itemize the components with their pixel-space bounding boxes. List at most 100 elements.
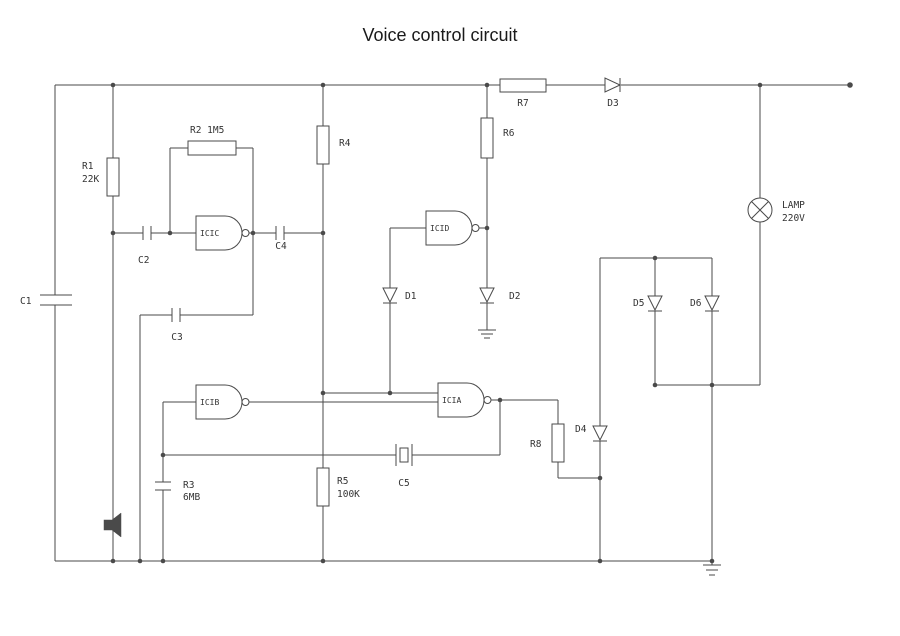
- resistor-label: R4: [339, 138, 351, 149]
- gate-label: ICID: [430, 224, 449, 233]
- resistor-r1: R1 22K: [82, 157, 120, 197]
- gate-body: [425, 210, 473, 246]
- diode-d4: D4: [575, 424, 608, 442]
- diode-triangle: [647, 295, 663, 312]
- gate-label: ICIB: [200, 398, 219, 407]
- capacitor-label: C3: [171, 332, 182, 343]
- lamp-label: LAMP: [782, 200, 805, 211]
- junction-dot: [167, 230, 173, 236]
- lamp-value: 220V: [782, 213, 805, 224]
- capacitor-plates: [171, 308, 181, 322]
- icia-inputs: [249, 392, 438, 403]
- diode-d3: D3: [604, 77, 622, 109]
- diode-d6: D6: [690, 295, 720, 312]
- ground-symbol-d2: [478, 329, 496, 339]
- gate-icic: ICIC: [195, 215, 250, 251]
- capacitor-label: C1: [20, 296, 32, 307]
- component-r3: R3 6MB: [155, 480, 200, 503]
- capacitor-c3: C3: [171, 308, 183, 343]
- capacitor-plates: [142, 226, 152, 240]
- junction-dot: [320, 558, 326, 564]
- lamp-cross: [751, 201, 769, 219]
- microphone-icon: [103, 512, 122, 538]
- capacitor-plates: [275, 226, 285, 240]
- gate-bubble: [471, 224, 480, 232]
- resistor-body: [187, 140, 237, 156]
- resistor-body: [499, 78, 547, 93]
- gate-bubble: [483, 396, 492, 404]
- resistor-r5: R5 100K: [316, 467, 360, 507]
- gate-label: ICIA: [442, 396, 461, 405]
- gate-icid: ICID: [425, 210, 480, 246]
- resistor-body: [551, 423, 565, 463]
- resistor-label: R6: [503, 128, 515, 139]
- component-plates: [155, 481, 171, 491]
- diode-label: D5: [633, 298, 644, 309]
- gate-bubble: [241, 398, 250, 406]
- ground-symbol-main: [703, 564, 721, 576]
- junction-dot: [250, 230, 256, 236]
- gate-body: [195, 384, 243, 420]
- junction-dot: [320, 230, 326, 236]
- junction-dot: [137, 558, 143, 564]
- gate-body: [437, 382, 485, 418]
- resonator-body: [399, 447, 409, 463]
- diode-d5: D5: [633, 295, 663, 312]
- gate-icib: ICIB: [195, 384, 250, 420]
- junction-dot: [597, 475, 603, 481]
- component-label: R3: [183, 480, 194, 491]
- capacitor-label: C4: [275, 241, 287, 252]
- resonator-plates: [395, 444, 413, 466]
- resistor-r6: R6: [480, 117, 515, 159]
- diode-triangle: [479, 287, 495, 304]
- diode-triangle: [592, 425, 608, 442]
- junction-dot: [110, 230, 116, 236]
- diode-label: D4: [575, 424, 587, 435]
- diode-d1: D1: [382, 287, 417, 304]
- diode-triangle: [604, 77, 622, 93]
- resistor-body: [316, 125, 330, 165]
- junction-dot: [160, 558, 166, 564]
- oscillator-feedback: [162, 399, 558, 561]
- resistor-value: 22K: [82, 174, 99, 185]
- wires: [54, 84, 850, 565]
- d1-icid-input: [389, 227, 426, 393]
- resistor-r2: R2 1M5: [187, 125, 237, 156]
- resistor-label: R2 1M5: [190, 125, 224, 136]
- junction-dot: [320, 82, 326, 88]
- mic-body: [103, 519, 113, 531]
- resistor-label: R1: [82, 161, 94, 172]
- diode-label: D1: [405, 291, 417, 302]
- junction-dot: [847, 82, 853, 88]
- gate-icia: ICIA: [437, 382, 492, 418]
- junction-dot: [652, 255, 658, 261]
- junction-dot: [709, 382, 715, 388]
- junction-dot: [597, 558, 603, 564]
- diode-triangle: [382, 287, 398, 304]
- c3-row: [139, 314, 253, 561]
- component-value: 6MB: [183, 492, 200, 503]
- diode-label: D3: [607, 98, 618, 109]
- capacitor-c4: C4: [275, 226, 287, 252]
- resistor-label: R8: [530, 439, 542, 450]
- ground-bars: [478, 329, 496, 339]
- page-title: Voice control circuit: [362, 25, 517, 45]
- r6-d2-branch: [479, 85, 488, 330]
- resistor-label: R7: [517, 98, 528, 109]
- resistor-r8: R8: [530, 423, 565, 463]
- diode-triangle: [704, 295, 720, 312]
- junction-dot: [110, 82, 116, 88]
- r8-branch: [557, 400, 600, 479]
- junction-dot: [757, 82, 763, 88]
- capacitor-label: C2: [138, 255, 149, 266]
- capacitor-c2: C2: [138, 226, 152, 266]
- resistor-body: [480, 117, 494, 159]
- junction-dot: [497, 397, 503, 403]
- r2-feedback: [169, 147, 254, 315]
- junction-dot: [110, 558, 116, 564]
- junction-dot: [484, 225, 490, 231]
- junction-dots: [110, 82, 853, 564]
- capacitor-c1: C1: [20, 294, 72, 307]
- junction-dot: [160, 452, 166, 458]
